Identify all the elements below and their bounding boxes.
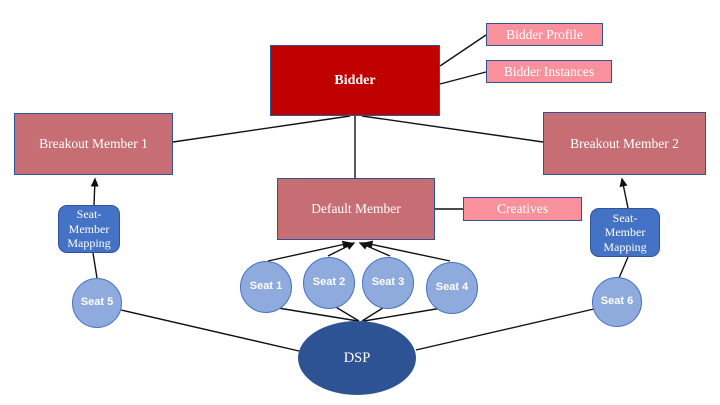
seat-4-node: Seat 4 xyxy=(426,262,478,314)
breakout-member-2-node: Breakout Member 2 xyxy=(543,112,706,175)
edge-seat1-default-member xyxy=(267,240,352,262)
seat-member-mapping-1-node: Seat-Member Mapping xyxy=(58,205,120,253)
seat-2-label: Seat 2 xyxy=(312,276,346,289)
edge-seat6-mapping-right xyxy=(618,256,629,279)
bidder-node: Bidder xyxy=(270,45,440,116)
seat-3-label: Seat 3 xyxy=(371,276,405,289)
breakout-member-2-label: Breakout Member 2 xyxy=(570,135,679,151)
seat-2-node: Seat 2 xyxy=(303,257,355,309)
seat-member-mapping-2-label: Seat-Member Mapping xyxy=(603,210,647,254)
edge-seat5-mapping-left xyxy=(92,252,98,279)
edge-bidder-bidder-instances xyxy=(439,71,487,85)
seat-6-node: Seat 6 xyxy=(592,277,642,327)
seat-member-mapping-2-node: Seat-Member Mapping xyxy=(590,208,660,257)
bidder-profile-node: Bidder Profile xyxy=(486,23,603,46)
edge-mapping-right-breakout-member-2 xyxy=(619,177,629,209)
edge-seat1-dsp xyxy=(277,307,359,322)
edge-seat2-default-member xyxy=(327,242,356,257)
bidder-label: Bidder xyxy=(334,72,376,88)
bidder-profile-label: Bidder Profile xyxy=(506,26,583,42)
edge-mapping-left-breakout-member-1 xyxy=(90,177,99,206)
seat-1-node: Seat 1 xyxy=(240,261,292,313)
bidder-instances-node: Bidder Instances xyxy=(486,60,612,83)
edge-bidder-breakout-member-2 xyxy=(361,115,544,143)
seat-member-mapping-1-label: Seat-Member Mapping xyxy=(67,207,111,251)
edge-seat5-dsp xyxy=(120,309,300,352)
seat-3-node: Seat 3 xyxy=(362,257,414,309)
seat-4-label: Seat 4 xyxy=(435,281,469,294)
edge-seat4-dsp xyxy=(363,307,443,322)
edge-seat2-dsp xyxy=(333,305,360,322)
dsp-node: DSP xyxy=(298,321,416,395)
creatives-label: Creatives xyxy=(497,201,548,216)
seat-5-label: Seat 5 xyxy=(80,296,114,309)
edge-bidder-bidder-profile xyxy=(439,34,487,67)
edge-seat4-default-member xyxy=(363,240,451,262)
creatives-node: Creatives xyxy=(463,197,582,221)
default-member-label: Default Member xyxy=(311,201,401,216)
seat-5-node: Seat 5 xyxy=(72,278,122,328)
bidder-instances-label: Bidder Instances xyxy=(503,63,595,79)
dsp-label: DSP xyxy=(343,349,371,366)
breakout-member-1-label: Breakout Member 1 xyxy=(39,136,148,151)
edge-seat6-dsp xyxy=(415,308,595,351)
breakout-member-1-node: Breakout Member 1 xyxy=(14,113,173,175)
default-member-node: Default Member xyxy=(277,178,435,240)
seat-1-label: Seat 1 xyxy=(249,280,283,293)
edge-bidder-breakout-member-1 xyxy=(172,115,351,143)
seat-6-label: Seat 6 xyxy=(600,295,634,308)
